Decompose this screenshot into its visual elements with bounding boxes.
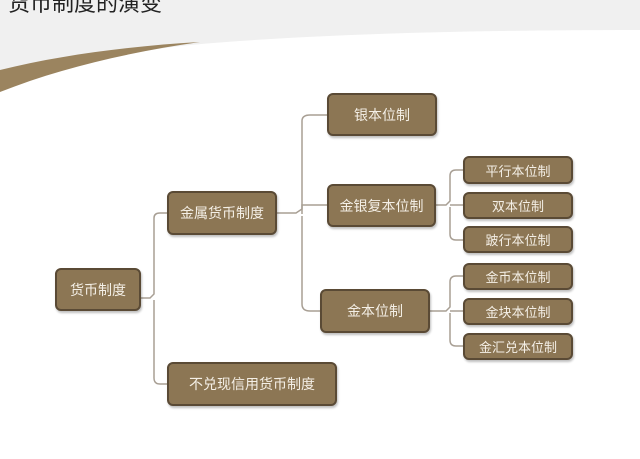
node-bimetal-standard: 金银复本位制 — [327, 184, 436, 227]
node-gold-exchange-standard: 金汇兑本位制 — [463, 333, 573, 360]
node-gold-coin-standard: 金币本位制 — [463, 263, 573, 290]
node-metal-currency: 金属货币制度 — [167, 191, 277, 235]
node-root: 货币制度 — [55, 268, 141, 311]
node-fiat-currency: 不兑现信用货币制度 — [167, 362, 337, 406]
node-gold-bullion-standard: 金块本位制 — [463, 298, 573, 325]
page-title: 货币制度的演变 — [8, 0, 163, 17]
node-limping-standard: 跛行本位制 — [463, 226, 573, 253]
node-gold-standard: 金本位制 — [320, 289, 430, 333]
node-parallel-standard: 平行本位制 — [463, 156, 573, 184]
node-silver-standard: 银本位制 — [327, 93, 437, 136]
node-double-standard: 双本位制 — [463, 192, 573, 219]
